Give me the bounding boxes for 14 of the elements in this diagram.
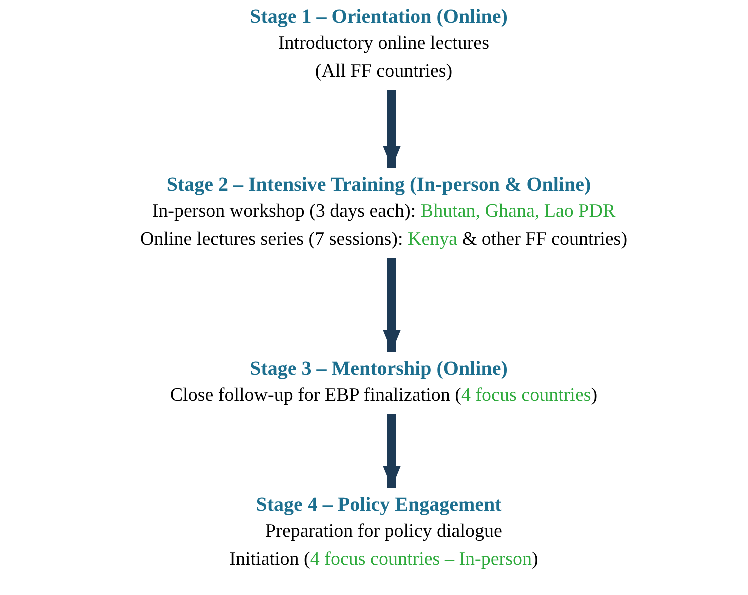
stage-heading: Stage 1 – Orientation (Online) (249, 5, 508, 30)
stage-heading: Stage 2 – Intensive Training (In-person & Online) (166, 173, 592, 198)
stage-description: Preparation for policy dialogue (264, 520, 502, 544)
stage-description: (All FF countries) (314, 60, 453, 84)
stage-heading: Stage 3 – Mentorship (Online) (249, 357, 508, 382)
stage-description: Close follow-up for EBP finalization (4 focus countries) (169, 384, 598, 408)
arrow (383, 258, 401, 352)
stage-description: Initiation (4 focus countries – In-person) (228, 548, 538, 572)
stage-description: In-person workshop (3 days each): Bhutan, Ghana, Lao PDR (151, 200, 616, 224)
stage-description: Online lectures series (7 sessions): Kenya & other FF countries) (139, 228, 628, 252)
stage-heading: Stage 4 – Policy Engagement (255, 493, 502, 518)
arrow (383, 414, 401, 488)
arrow (383, 90, 401, 168)
stage-description: Introductory online lectures (277, 32, 490, 56)
